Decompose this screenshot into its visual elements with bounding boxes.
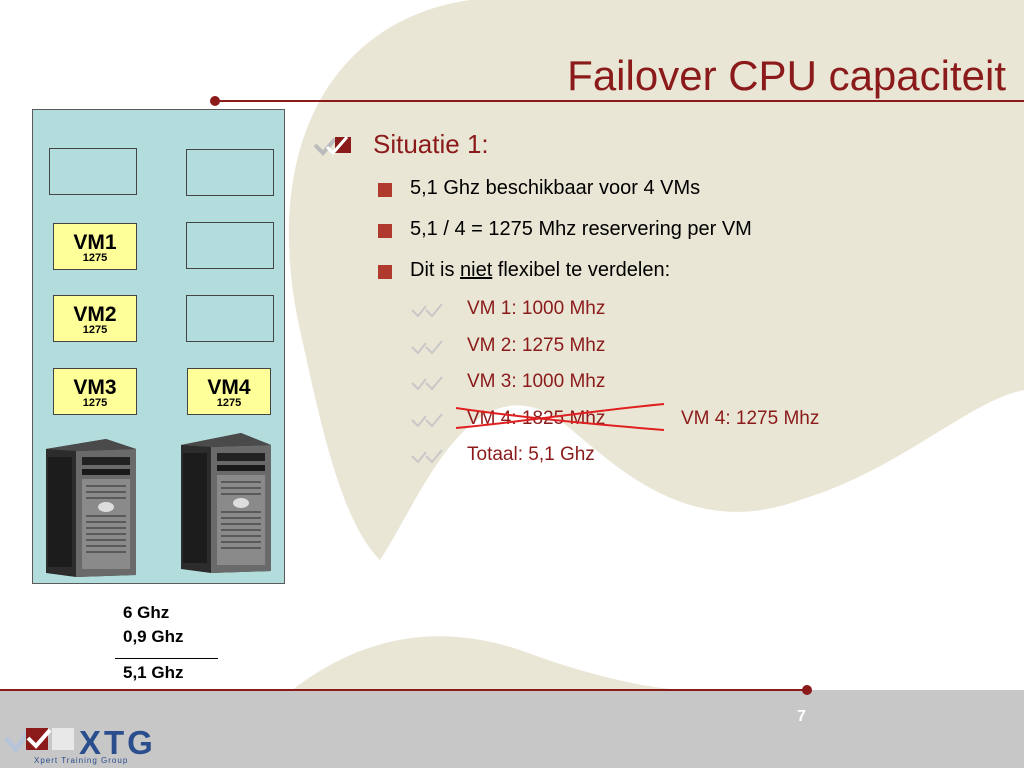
bullet-text-emphasis: niet <box>460 259 493 281</box>
vm-box-vm2: VM2 1275 <box>53 295 137 342</box>
bullet-reservation: 5,1 / 4 = 1275 Mhz reservering per VM <box>410 218 752 240</box>
empty-slot <box>186 222 274 269</box>
sub-item-vm4-correction: VM 4: 1275 Mhz <box>681 408 820 429</box>
strikethrough-cross-icon <box>455 403 665 431</box>
checkmark-bullet-icon <box>411 449 443 464</box>
footer-band <box>0 690 1024 768</box>
empty-slot <box>186 149 274 196</box>
vm-reservation: 1275 <box>82 397 108 409</box>
sub-item-vm2: VM 2: 1275 Mhz <box>467 335 606 356</box>
checkmark-bullet-icon <box>411 340 443 355</box>
footer-rule-dot <box>802 685 812 695</box>
checkmark-bullet-icon <box>411 413 443 428</box>
page-number: 7 <box>797 708 806 725</box>
vm-box-vm4: VM4 1275 <box>187 368 271 415</box>
bullet-available: 5,1 Ghz beschikbaar voor 4 VMs <box>410 177 701 199</box>
square-bullet-icon <box>378 183 392 197</box>
server-tower-icon <box>181 433 271 573</box>
logo-wordmark: XTG <box>79 724 156 761</box>
checkmark-bullet-icon <box>411 376 443 391</box>
vm-reservation: 1275 <box>82 324 108 336</box>
checkmark-bullet-icon <box>313 136 351 156</box>
sub-item-vm3: VM 3: 1000 Mhz <box>467 371 606 392</box>
calc-result: 5,1 Ghz <box>123 663 184 682</box>
xtg-logo-icon <box>4 726 74 754</box>
vm-name: VM1 <box>73 231 117 254</box>
calc-divider <box>115 658 218 659</box>
calc-total: 6 Ghz <box>123 603 170 622</box>
square-bullet-icon <box>378 224 392 238</box>
vm-reservation: 1275 <box>216 397 242 409</box>
sub-item-vm1: VM 1: 1000 Mhz <box>467 298 606 319</box>
vm-name: VM2 <box>73 303 117 326</box>
vm-box-vm3: VM3 1275 <box>53 368 137 415</box>
logo-subtitle: Xpert Training Group <box>34 756 129 765</box>
bullet-text-suffix: flexibel te verdelen: <box>492 259 671 281</box>
calc-reserved: 0,9 Ghz <box>123 627 184 646</box>
vm-name: VM3 <box>73 376 117 399</box>
server-tower-icon <box>46 439 136 577</box>
footer-rule <box>0 689 808 691</box>
sub-item-total: Totaal: 5,1 Ghz <box>467 444 595 465</box>
bullet-flexibility: Dit is niet flexibel te verdelen: <box>410 259 670 282</box>
title-underline-dot <box>210 96 220 106</box>
empty-slot <box>186 295 274 342</box>
situation-heading: Situatie 1: <box>373 129 489 159</box>
square-bullet-icon <box>378 265 392 279</box>
vm-box-vm1: VM1 1275 <box>53 223 137 270</box>
bullet-text-prefix: Dit is <box>410 259 460 281</box>
vm-reservation: 1275 <box>82 252 108 264</box>
checkmark-bullet-icon <box>411 303 443 318</box>
vm-name: VM4 <box>207 376 251 399</box>
slide-title: Failover CPU capaciteit <box>567 52 1006 99</box>
empty-slot <box>49 148 137 195</box>
server-panel: VM1 1275 VM2 1275 VM3 1275 VM4 1275 <box>32 109 285 584</box>
title-underline <box>215 100 1024 102</box>
